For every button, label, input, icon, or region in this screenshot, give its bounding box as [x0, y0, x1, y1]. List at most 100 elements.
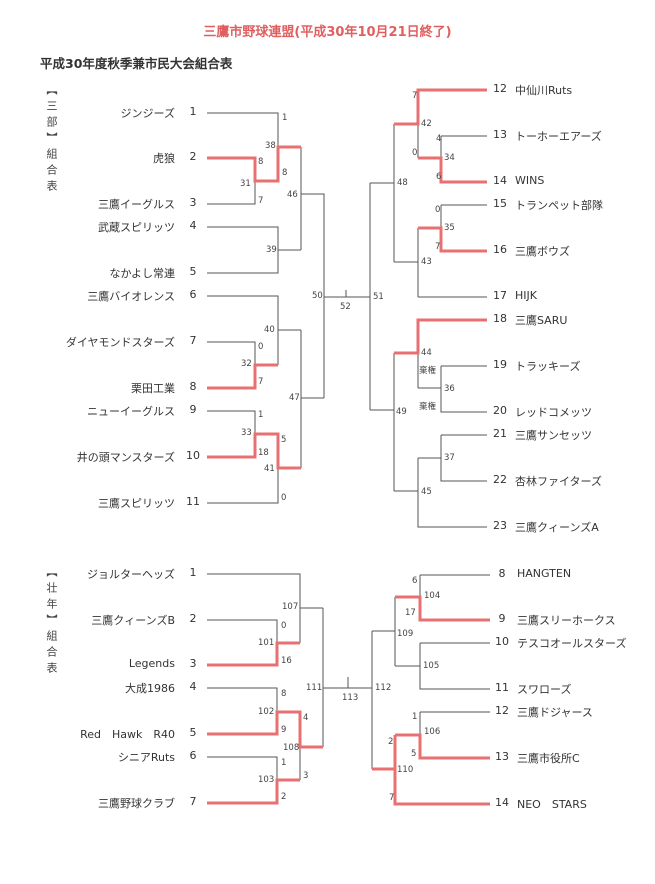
- team-name: 三鷹SARU: [515, 314, 568, 327]
- team-number: 18: [493, 312, 507, 325]
- team-number: 9: [498, 612, 506, 625]
- team-name: ジンジーズ: [120, 107, 175, 120]
- bracket-lines-gray: [207, 112, 490, 780]
- team-number: 11: [495, 681, 509, 694]
- team-name: 三鷹スピリッツ: [98, 497, 175, 510]
- match-score: 38: [265, 141, 276, 151]
- match-score: 3: [303, 771, 309, 781]
- team-number: 14: [493, 174, 507, 187]
- team-name: HIJK: [515, 289, 537, 302]
- team-number: 15: [493, 197, 507, 210]
- match-score: 7: [258, 377, 264, 387]
- team-number: 23: [493, 519, 507, 532]
- team-number: 12: [495, 704, 509, 717]
- match-score: 112: [375, 683, 392, 693]
- team-name: 三鷹スリーホークス: [517, 614, 616, 627]
- team-number: 22: [493, 473, 507, 486]
- match-score: 108: [283, 743, 300, 753]
- match-score: 9: [281, 725, 287, 735]
- section-label-sonen: 【壮年】組合表: [45, 566, 58, 678]
- team-number: 6: [189, 749, 197, 762]
- match-score: 34: [444, 153, 455, 163]
- team-number: 14: [495, 796, 509, 809]
- match-score: 37: [444, 453, 455, 463]
- team-number: 17: [493, 289, 507, 302]
- team-number: 1: [189, 566, 197, 579]
- match-score: 110: [397, 765, 414, 775]
- team-name: Red Hawk R40: [80, 728, 175, 741]
- match-score: 105: [423, 661, 440, 671]
- team-name: レッドコメッツ: [515, 406, 592, 419]
- match-score: 49: [396, 407, 407, 417]
- team-name: 三鷹ボウズ: [515, 245, 570, 258]
- team-name: トランペット部隊: [515, 199, 603, 212]
- match-score: 6: [412, 576, 418, 586]
- team-name: 虎狼: [153, 152, 175, 165]
- match-score: 1: [282, 113, 288, 123]
- team-number: 8: [189, 380, 197, 393]
- team-name: 三鷹イーグルス: [98, 198, 175, 211]
- match-score: 18: [258, 448, 269, 458]
- match-score: 5: [411, 749, 417, 759]
- match-score: 棄権: [419, 402, 437, 412]
- team-name: なかよし常連: [109, 267, 175, 280]
- match-score: 101: [258, 638, 275, 648]
- team-name: テスコオールスターズ: [517, 637, 627, 650]
- team-name: 三鷹サンセッツ: [515, 429, 592, 442]
- match-score: 8: [258, 157, 264, 167]
- team-name: 三鷹バイオレンス: [87, 290, 175, 303]
- team-name: 三鷹市役所C: [517, 752, 580, 765]
- match-score: 102: [258, 707, 275, 717]
- team-name: 武蔵スピリッツ: [98, 221, 175, 234]
- match-score: 33: [241, 428, 252, 438]
- match-score: 0: [435, 205, 441, 215]
- team-name: ダイヤモンドスターズ: [65, 336, 175, 349]
- match-score: 35: [444, 223, 455, 233]
- team-number: 4: [189, 680, 197, 693]
- match-score: 48: [397, 178, 408, 188]
- match-score: 44: [421, 348, 432, 358]
- team-name: 杏林ファイターズ: [515, 475, 603, 488]
- document-subtitle: 平成30年度秋季兼市民大会組合表: [40, 56, 233, 71]
- match-score: 51: [373, 292, 384, 302]
- match-score: 2: [388, 737, 394, 747]
- match-score: 7: [435, 242, 441, 252]
- team-number: 4: [189, 219, 197, 232]
- match-score: 39: [266, 245, 277, 255]
- team-number: 7: [189, 795, 197, 808]
- team-name: 三鷹クィーンズA: [515, 521, 599, 534]
- match-score: 32: [241, 359, 252, 369]
- match-score: 36: [444, 384, 455, 394]
- team-number: 6: [189, 288, 197, 301]
- match-score: 7: [412, 91, 418, 101]
- match-score: 1: [412, 712, 418, 722]
- team-number: 5: [189, 726, 197, 739]
- team-name: HANGTEN: [517, 567, 572, 580]
- team-name: 三鷹ドジャース: [517, 706, 593, 719]
- team-number: 9: [189, 403, 197, 416]
- team-number: 10: [186, 449, 200, 462]
- match-score: 5: [281, 435, 287, 445]
- team-name: ジョルターヘッズ: [87, 568, 175, 581]
- team-number: 12: [493, 82, 507, 95]
- team-number: 13: [493, 128, 507, 141]
- team-number: 3: [189, 196, 197, 209]
- team-number: 11: [186, 495, 200, 508]
- match-score: 113: [342, 693, 359, 703]
- match-score: 47: [289, 393, 300, 403]
- team-number: 16: [493, 243, 507, 256]
- match-score: 0: [281, 493, 287, 503]
- match-score: 0: [258, 342, 264, 352]
- team-number: 2: [189, 612, 197, 625]
- team-name: 三鷹クィーンズB: [91, 614, 175, 627]
- team-number: 3: [189, 657, 197, 670]
- match-score: 31: [240, 179, 251, 189]
- match-score: 103: [258, 775, 275, 785]
- match-score: 40: [264, 325, 275, 335]
- match-score: 104: [424, 591, 441, 601]
- bracket-lines-winner: [207, 88, 490, 806]
- match-score: 111: [306, 683, 323, 693]
- team-number: 19: [493, 358, 507, 371]
- team-name: Legends: [128, 657, 175, 670]
